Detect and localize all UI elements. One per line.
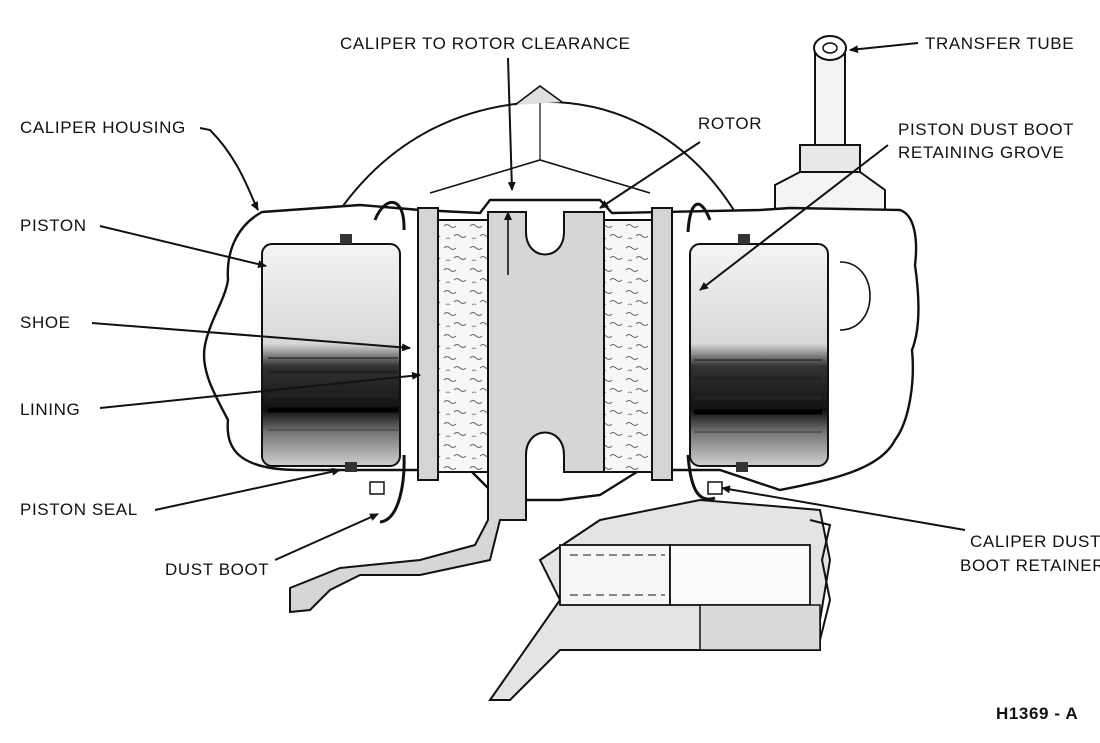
leader-piston-dust-boot [699,144,889,291]
leader-lines [91,42,966,561]
label-caliper-to-rotor-clearance: CALIPER TO ROTOR CLEARANCE [340,34,631,53]
leader-caliper-rotor-clearance [507,57,516,191]
leader-lining [99,371,421,409]
spindle-knuckle [488,498,832,701]
figure-id: H1369 - A [996,704,1079,723]
label-rotor: ROTOR [698,114,763,133]
dust-boots [373,201,716,524]
brake-linings [437,219,653,473]
leader-piston [99,225,267,269]
label-piston-dust-boot-line1: PISTON DUST BOOT [898,120,1075,139]
leader-dust-boot [274,513,379,561]
caliper-bridge-dome [339,85,736,213]
leader-caliper-dust-boot-retainer [721,485,966,531]
transfer-tube [774,35,886,211]
brake-shoes [417,207,673,481]
label-caliper-dust-boot-retainer-line2: BOOT RETAINER [960,556,1100,575]
leader-rotor [599,141,701,209]
label-caliper-dust-boot-retainer-line1: CALIPER DUST [970,532,1100,551]
leader-transfer-tube [849,42,919,54]
label-transfer-tube: TRANSFER TUBE [925,34,1075,53]
leader-piston-seal [154,467,341,511]
label-caliper-housing: CALIPER HOUSING [20,118,186,137]
right-piston [689,243,829,467]
label-piston-seal: PISTON SEAL [20,500,138,519]
label-lining: LINING [20,400,81,419]
leader-shoe [91,322,411,352]
label-dust-boot: DUST BOOT [165,560,270,579]
left-piston [261,243,401,467]
rotor [289,211,605,614]
label-piston: PISTON [20,216,87,235]
leader-caliper-housing [199,127,259,211]
label-piston-dust-boot-line2: RETAINING GROVE [898,143,1065,162]
label-shoe: SHOE [20,313,71,332]
piston-seals [340,234,750,495]
